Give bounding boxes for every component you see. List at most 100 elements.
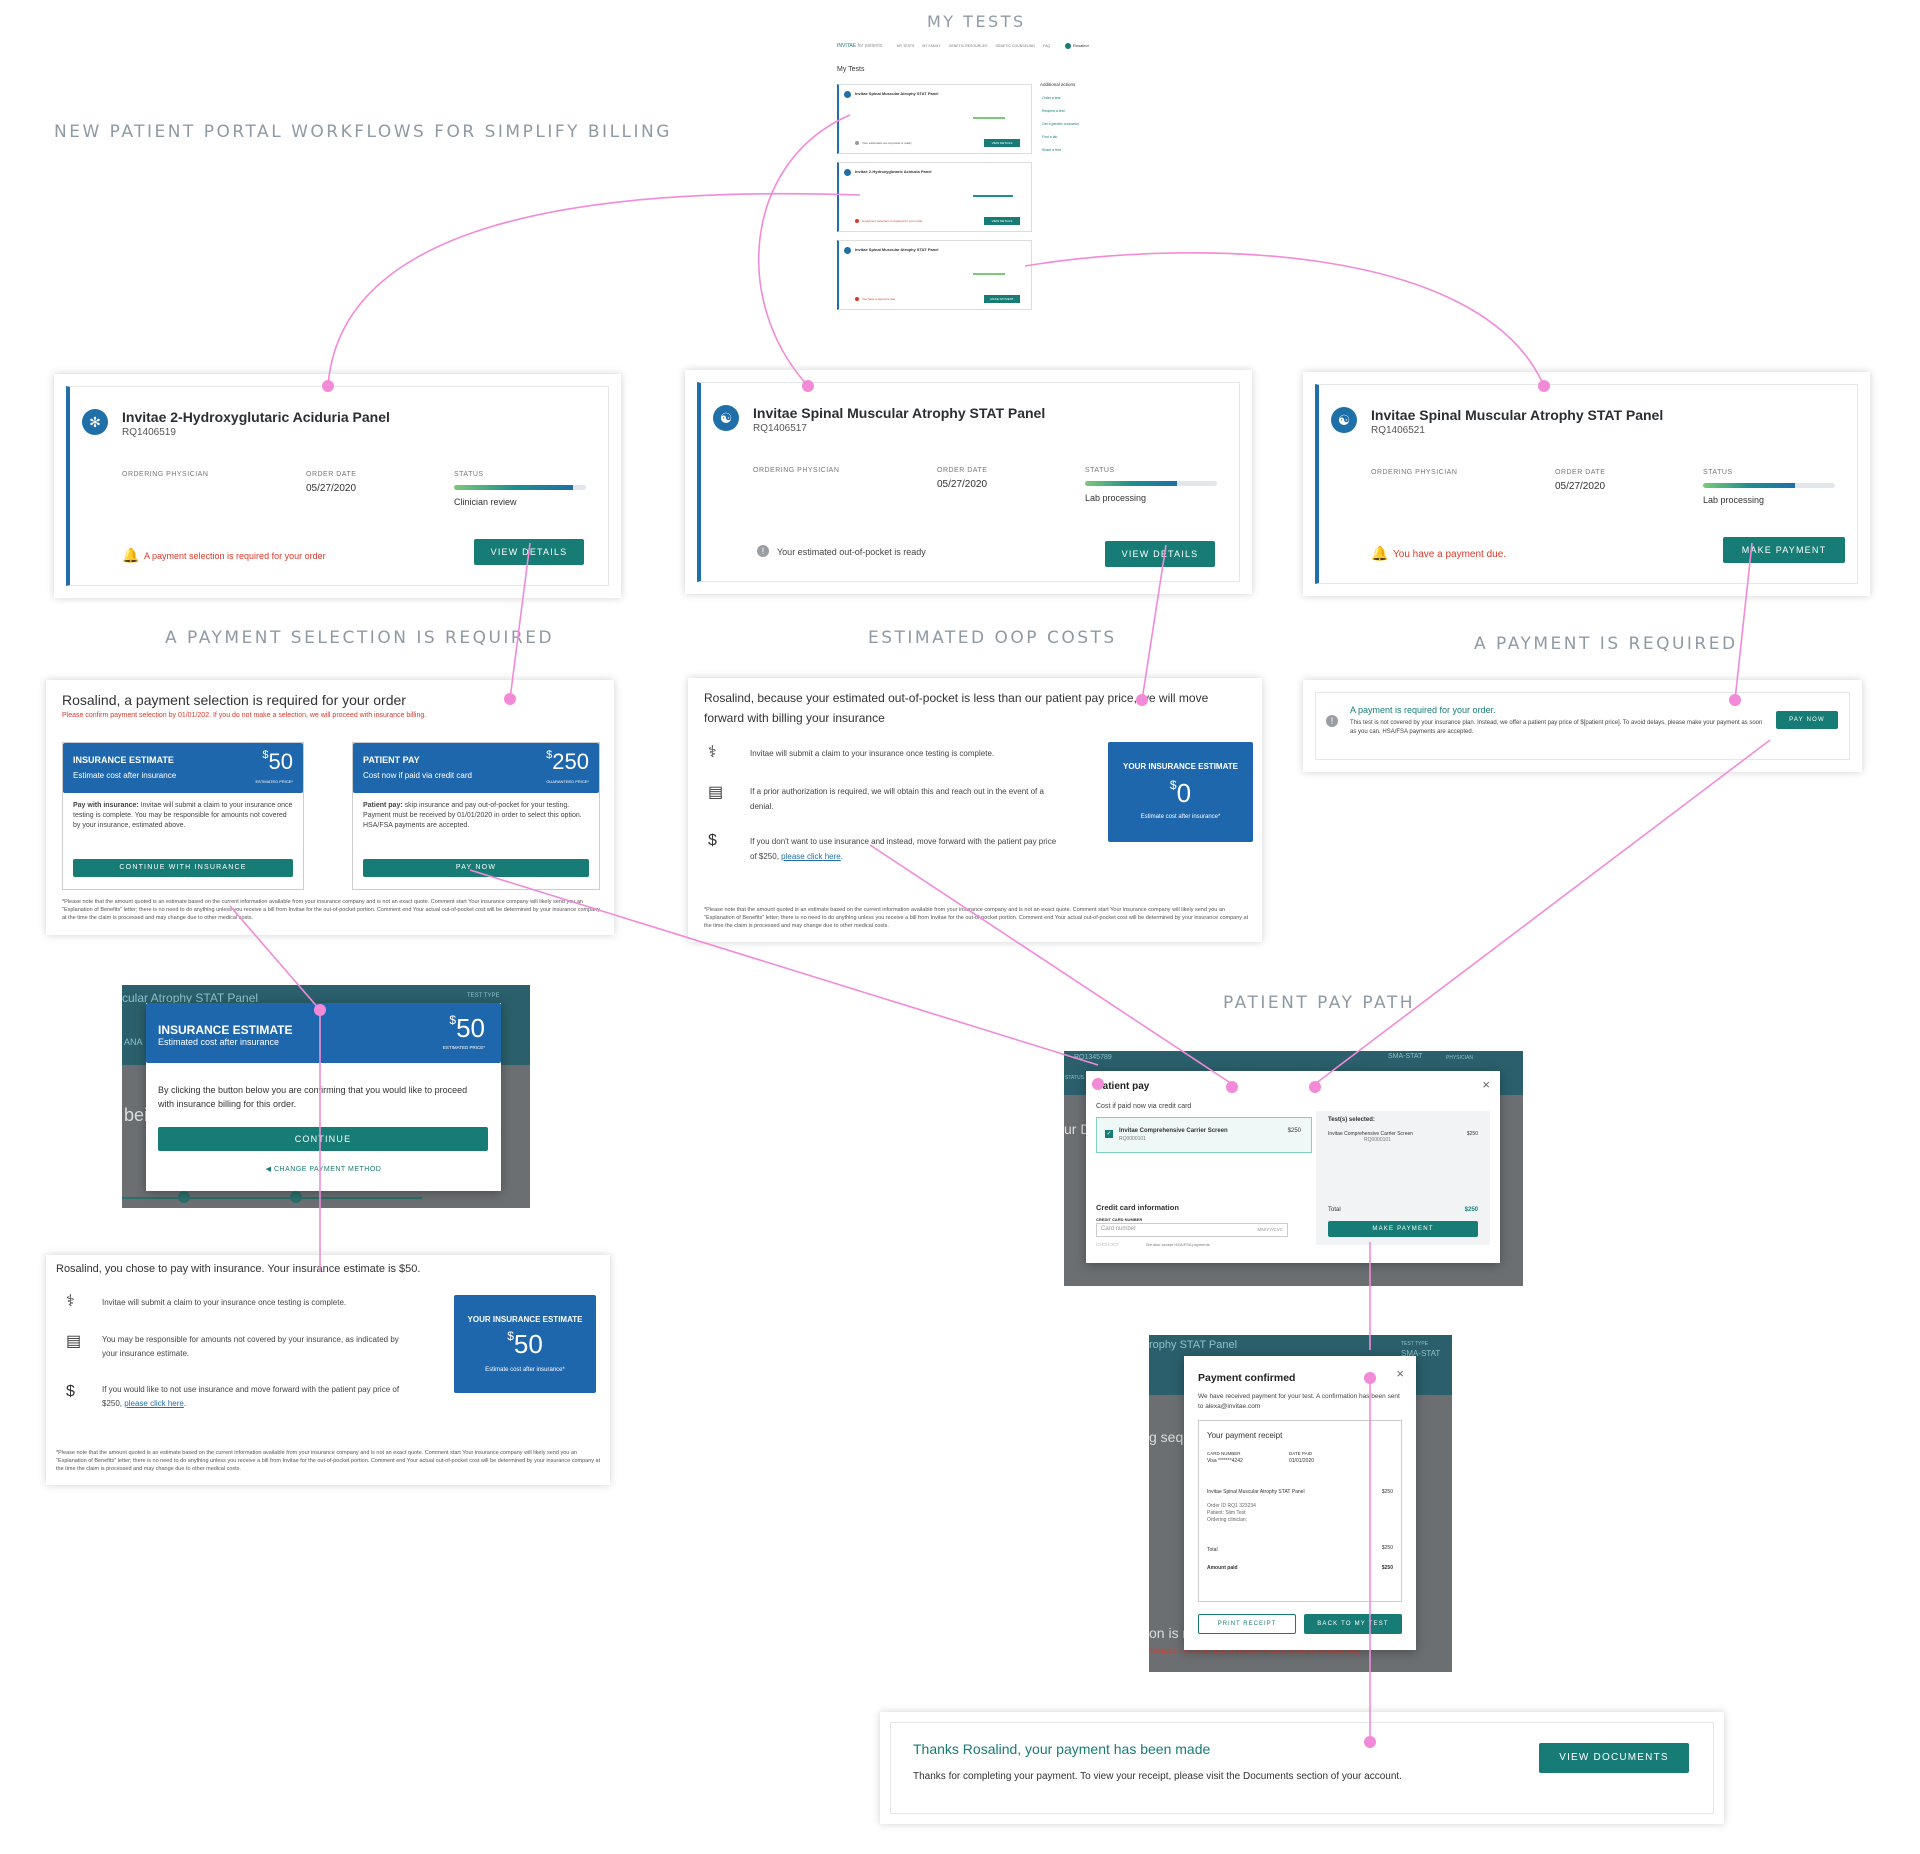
total-value: $250	[1464, 1207, 1478, 1213]
bg-test-type-value: SMA-STAT	[1401, 1349, 1441, 1358]
hsa-fsa-note: We also accept HSA/FSA payments	[1146, 1242, 1210, 1247]
thumb-nav-item[interactable]: MY TESTS	[897, 44, 915, 48]
payment-receipt: Your payment receipt CARD NUMBER Visa **…	[1198, 1420, 1402, 1602]
thumb-nav-item[interactable]: GENETIC COUNSELING	[995, 44, 1036, 48]
close-icon[interactable]: ×	[1396, 1366, 1404, 1381]
chose-insurance-panel: Rosalind, you chose to pay with insuranc…	[46, 1255, 610, 1485]
bg-test-type: SMA-STAT	[1388, 1053, 1423, 1060]
bg-text: on is r	[1149, 1625, 1188, 1641]
date-label: ORDER DATE	[306, 471, 357, 478]
insurance-modal-amount: $50	[449, 1013, 485, 1043]
thumb-make-payment-button[interactable]: MAKE PAYMENT	[984, 295, 1020, 303]
alert-bell-icon: 🔔	[1371, 545, 1389, 561]
thumb-nav-item[interactable]: GENETIC RESOURCES	[948, 44, 988, 48]
thanks-body: Thanks for completing your payment. To v…	[913, 1771, 1402, 1782]
test-title: Invitae Spinal Muscular Atrophy STAT Pan…	[753, 405, 1046, 421]
guaranteed-price-label: GUARANTEED PRICE*	[546, 779, 589, 784]
selection-footnote: *Please note that the amount quoted is a…	[62, 899, 601, 921]
payment-required-title: A payment is required for your order.	[1350, 705, 1496, 715]
status-progress-bar	[1703, 483, 1835, 488]
thumb-test-name: Invitae 2-Hydroxyglutaric Aciduria Panel	[855, 169, 932, 174]
bg-text: g seq	[1149, 1429, 1184, 1445]
oop-heading: Rosalind, because your estimated out-of-…	[704, 691, 1209, 725]
switch-to-patient-pay-link[interactable]: please click here	[781, 852, 841, 861]
avatar[interactable]	[1065, 43, 1071, 49]
insurance-amount: $50	[262, 749, 293, 774]
insurance-option-body: Pay with insurance: Invitae will submit …	[73, 802, 293, 829]
invitae-logo: INVITAE for patients	[837, 43, 883, 49]
order-date: 05/27/2020	[937, 479, 988, 490]
estimated-oop-panel: Rosalind, because your estimated out-of-…	[688, 678, 1262, 942]
make-payment-button[interactable]: MAKE PAYMENT	[1723, 537, 1845, 563]
selected-test-item[interactable]: ✓ Invitae Comprehensive Carrier Screen R…	[1096, 1117, 1312, 1153]
thumb-action[interactable]: Share a test	[1042, 148, 1061, 152]
pay-now-button[interactable]: PAY NOW	[363, 859, 589, 877]
payment-selection-panel: Rosalind, a payment selection is require…	[46, 680, 614, 935]
thumb-view-details-button[interactable]: VIEW DETAILS	[984, 217, 1020, 225]
alert-bell-icon	[855, 297, 859, 301]
bg-status: STATUS	[1065, 1075, 1084, 1081]
continue-button[interactable]: CONTINUE	[158, 1127, 488, 1151]
change-payment-method-link[interactable]: ◀ CHANGE PAYMENT METHOD	[265, 1166, 382, 1173]
my-tests-title: MY TESTS	[927, 12, 1026, 31]
card-number-input[interactable]: Card number MM/YY/CVC	[1096, 1223, 1288, 1237]
selected-test-name: Invitae Comprehensive Carrier Screen	[1328, 1131, 1414, 1137]
thumb-test-card[interactable]: Invitae Spinal Muscular Atrophy STAT Pan…	[837, 240, 1032, 310]
insurance-estimate-header: INSURANCE ESTIMATE Estimate cost after i…	[63, 743, 303, 793]
insurance-estimate-title: YOUR INSURANCE ESTIMATE	[1123, 762, 1238, 771]
thumb-action[interactable]: Order a test	[1042, 96, 1061, 100]
selected-test-price: $250	[1466, 1131, 1478, 1137]
status-label: STATUS	[1085, 467, 1115, 474]
print-receipt-button[interactable]: PRINT RECEIPT	[1198, 1614, 1296, 1634]
receipt-title: Your payment receipt	[1207, 1431, 1283, 1440]
physician-label: ORDERING PHYSICIAN	[122, 471, 209, 478]
insurance-estimate-box: YOUR INSURANCE ESTIMATE $0 Estimate cost…	[1108, 742, 1253, 842]
thumb-test-card[interactable]: Invitae 2-Hydroxyglutaric Aciduria Panel…	[837, 162, 1032, 232]
thumb-view-details-button[interactable]: VIEW DETAILS	[984, 139, 1020, 147]
selected-tests-summary: Test(s) selected: Invitae Comprehensive …	[1316, 1111, 1490, 1245]
thumb-actions: Order a test Request a test Get a geneti…	[1042, 92, 1079, 157]
thumb-nav-item[interactable]: FAQ	[1043, 44, 1051, 48]
view-details-button[interactable]: VIEW DETAILS	[474, 539, 584, 565]
amount-paid: $250	[1381, 1565, 1393, 1571]
thumb-nav-item[interactable]: MY FAMILY	[922, 44, 941, 48]
back-to-my-test-button[interactable]: BACK TO MY TEST	[1304, 1614, 1402, 1634]
insurance-estimate-sub: Estimate cost after insurance	[73, 771, 177, 780]
close-icon[interactable]: ×	[1482, 1077, 1490, 1092]
bg-panel-title: rophy STAT Panel	[1149, 1339, 1238, 1351]
bg-test-id: RQ1345789	[1074, 1054, 1112, 1061]
date-label: ORDER DATE	[1555, 469, 1606, 476]
thumb-test-msg: You have a payment due	[862, 297, 896, 301]
payment-required-title: A PAYMENT IS REQUIRED	[1474, 634, 1738, 654]
patient-pay-sub: Cost now if paid via credit card	[363, 771, 472, 780]
insurance-estimate-title: YOUR INSURANCE ESTIMATE	[467, 1315, 583, 1324]
view-documents-button[interactable]: VIEW DOCUMENTS	[1539, 1743, 1689, 1773]
bg-label: ANA	[124, 1037, 143, 1047]
panel-icon	[844, 91, 851, 98]
thumb-test-card[interactable]: Invitae Spinal Muscular Atrophy STAT Pan…	[837, 84, 1032, 154]
order-date: 05/27/2020	[1555, 481, 1606, 492]
patient-pay-option-card[interactable]: PATIENT PAY Cost now if paid via credit …	[352, 742, 600, 890]
view-details-button[interactable]: VIEW DETAILS	[1105, 541, 1215, 567]
switch-to-patient-pay-link[interactable]: please click here	[124, 1399, 184, 1408]
status-text: Lab processing	[1085, 493, 1147, 503]
receipt-total-label: Total	[1207, 1547, 1218, 1553]
make-payment-button[interactable]: MAKE PAYMENT	[1328, 1221, 1478, 1237]
total-label: Total	[1328, 1207, 1341, 1213]
continue-with-insurance-button[interactable]: CONTINUE WITH INSURANCE	[73, 859, 293, 877]
receipt-clinician: Ordering clinician:	[1207, 1517, 1248, 1523]
thumb-action[interactable]: Request a test	[1042, 109, 1065, 113]
thumb-action[interactable]: Get a genetic counselor	[1042, 122, 1079, 126]
bg-test-type: TEST TYPE	[467, 993, 500, 999]
thumb-action[interactable]: Find a lab	[1042, 135, 1058, 139]
pay-now-button[interactable]: PAY NOW	[1776, 711, 1838, 729]
card-number-label: CARD NUMBER	[1207, 1451, 1241, 1456]
test-id: RQ1406519	[122, 427, 176, 438]
insurance-option-card[interactable]: INSURANCE ESTIMATE Estimate cost after i…	[62, 742, 304, 890]
insurance-modal-title: INSURANCE ESTIMATE	[158, 1023, 293, 1037]
patient-pay-title: PATIENT PAY	[363, 755, 420, 765]
panel-icon	[844, 247, 851, 254]
insurance-estimate-sub: Estimate cost after insurance*	[1140, 814, 1221, 820]
bg-text: ur D	[1064, 1121, 1091, 1137]
checkbox-checked-icon[interactable]: ✓	[1105, 1130, 1113, 1138]
